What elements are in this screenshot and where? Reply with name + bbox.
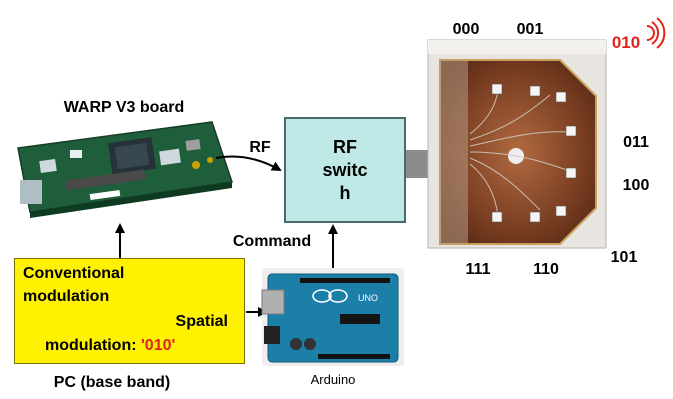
- rf-switch-box: RF switc h: [284, 117, 406, 223]
- rf-switch-label-line1: RF: [333, 136, 357, 159]
- wifi-signal-icon: [647, 18, 664, 48]
- rf-arrow-label: RF: [249, 139, 271, 156]
- command-arrow-label: Command: [233, 233, 311, 250]
- arduino-board-image: UNO: [262, 268, 404, 366]
- antenna-code-000: 000: [453, 21, 480, 38]
- spatial-modulation-value: '010': [141, 337, 175, 354]
- antenna-code-011: 011: [623, 134, 649, 151]
- pc-caption: PC (base band): [54, 374, 170, 391]
- spatial-label: Spatial: [176, 313, 228, 331]
- antenna-array-image: [428, 40, 606, 248]
- pc-modulation-box: Conventional modulation Spatial modulati…: [14, 258, 245, 364]
- rf-switch-label-line2: switc: [322, 159, 367, 182]
- spatial-modulation-label: modulation:: [45, 337, 137, 354]
- arduino-caption: Arduino: [311, 372, 356, 387]
- antenna-code-101: 101: [611, 249, 638, 266]
- arduino-logo-text: UNO: [358, 293, 378, 303]
- antenna-code-110: 110: [533, 261, 559, 278]
- modulation-label: modulation: [23, 288, 109, 306]
- warp-board-title: WARP V3 board: [64, 99, 185, 116]
- antenna-code-001: 001: [517, 21, 544, 38]
- rf-switch-label-line3: h: [340, 182, 351, 205]
- antenna-code-100: 100: [623, 177, 650, 194]
- warp-board-image: [18, 122, 232, 218]
- antenna-code-010: 010: [612, 33, 640, 52]
- conventional-label: Conventional: [23, 265, 124, 283]
- antenna-code-111: 111: [466, 261, 491, 278]
